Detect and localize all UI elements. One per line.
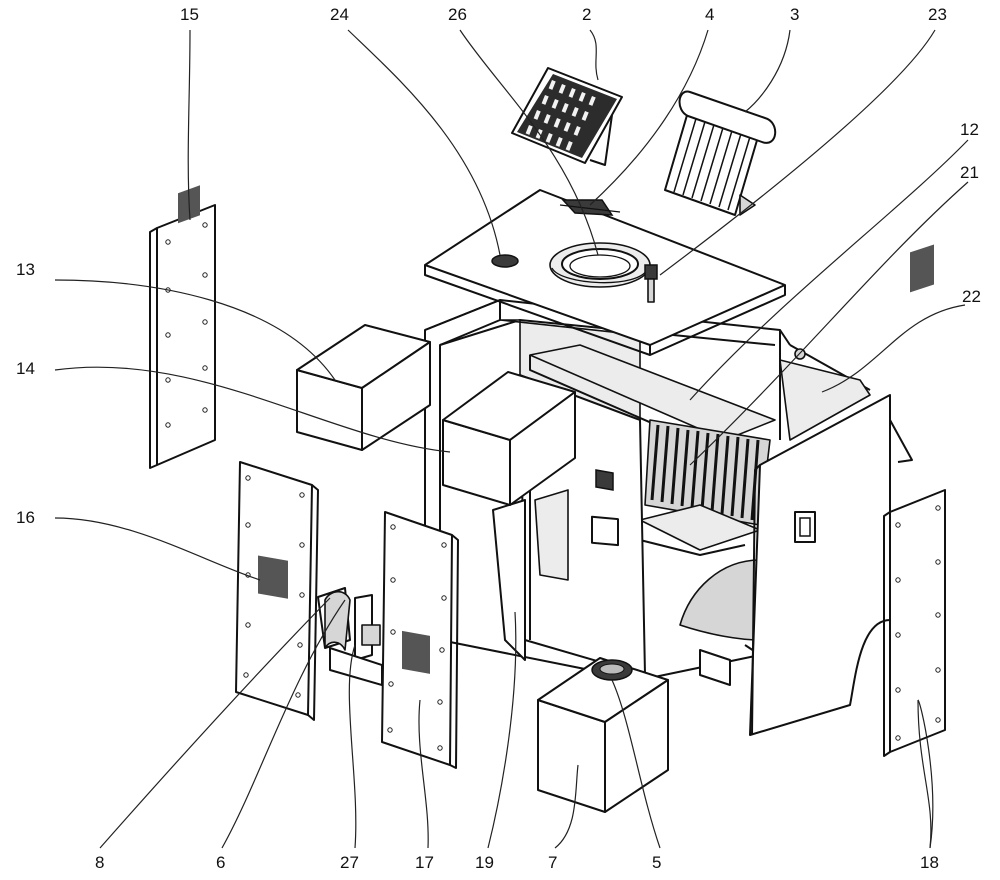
- label-21: 21: [960, 163, 979, 182]
- label-2: 2: [582, 5, 591, 24]
- label-24: 24: [330, 5, 349, 24]
- label-5: 5: [652, 853, 661, 872]
- panel-16: [236, 462, 318, 720]
- box-13: [297, 325, 430, 450]
- panel-18: [884, 245, 945, 756]
- panel-15: [150, 185, 215, 468]
- label-12: 12: [960, 120, 979, 139]
- label-13: 13: [16, 260, 35, 279]
- roof-plate: [425, 190, 785, 355]
- label-4: 4: [705, 5, 714, 24]
- label-19: 19: [475, 853, 494, 872]
- label-7: 7: [548, 853, 557, 872]
- tank-7: [538, 658, 668, 812]
- label-27: 27: [340, 853, 359, 872]
- label-22: 22: [962, 287, 981, 306]
- vent-24: [492, 255, 518, 267]
- label-3: 3: [790, 5, 799, 24]
- solar-heater-3: [665, 92, 775, 215]
- label-26: 26: [448, 5, 467, 24]
- solar-panel-2: [512, 68, 622, 165]
- label-23: 23: [928, 5, 947, 24]
- ring-26: [550, 243, 650, 287]
- label-6: 6: [216, 853, 225, 872]
- label-8: 8: [95, 853, 104, 872]
- right-side-door: [750, 395, 890, 735]
- label-16: 16: [16, 508, 35, 527]
- label-14: 14: [16, 359, 35, 378]
- panel-17: [382, 512, 458, 768]
- label-17: 17: [415, 853, 434, 872]
- label-15: 15: [180, 5, 199, 24]
- label-18: 18: [920, 853, 939, 872]
- fan-5: [592, 660, 632, 680]
